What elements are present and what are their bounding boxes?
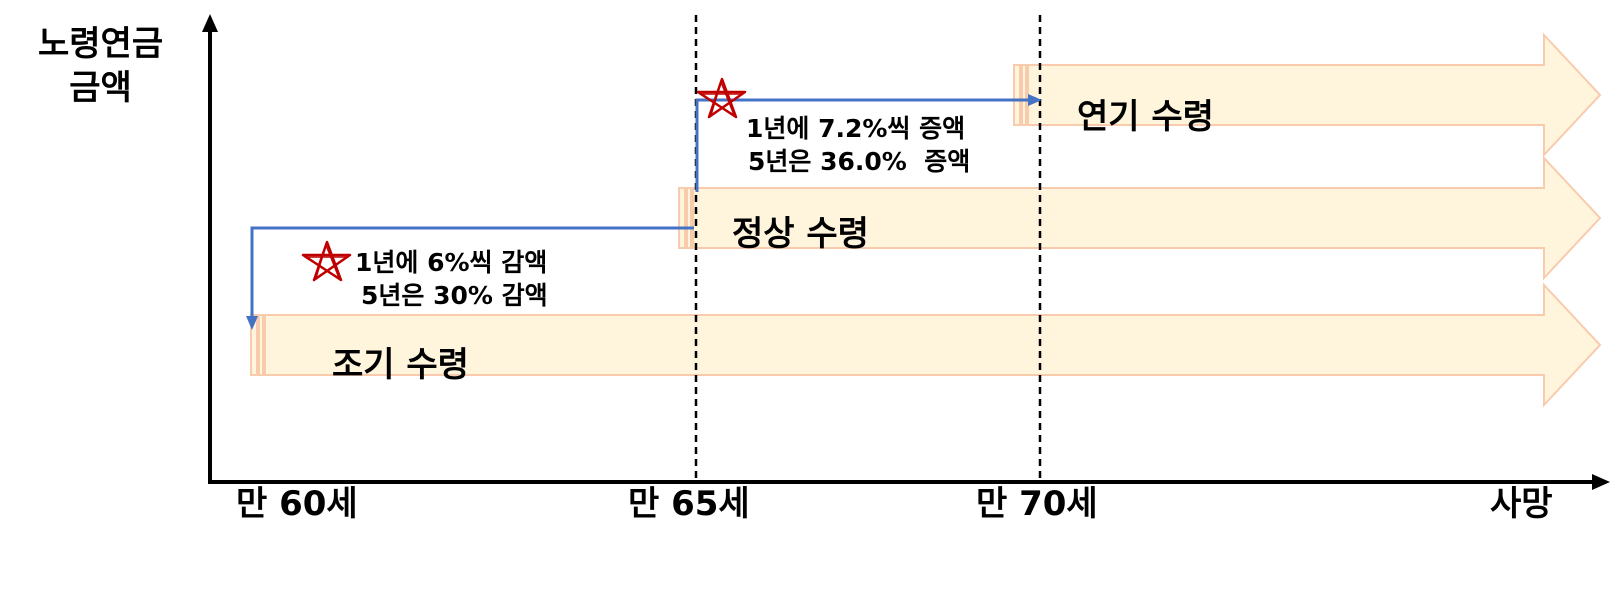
note-deferred-line2: 5년은 36.0% 증액 [748,147,971,176]
tick-age65: 만 65세 [628,484,750,524]
note-deferred-line1: 1년에 7.2%씩 증액 [746,114,966,143]
normal-band-arrow [678,155,1602,281]
note-early-line2: 5년은 30% 감액 [361,281,548,310]
tick-death: 사망 [1490,484,1553,524]
note-deferred: 1년에 7.2%씩 증액 5년은 36.0% 증액 [746,112,970,178]
note-early: 1년에 6%씩 감액 5년은 30% 감액 [355,246,548,312]
star-icon-early [301,240,352,282]
deferred-increase-arrowhead [1028,94,1042,106]
band-label-normal: 정상 수령 [732,214,869,254]
star-icon-deferred [696,77,747,119]
band-label-early: 조기 수령 [332,345,469,385]
y-axis-label: 노령연금 금액 [38,22,163,110]
x-axis-arrowhead [1592,474,1610,490]
early-band-arrow [250,282,1602,408]
early-reduction-arrowhead [246,316,258,330]
note-early-line1: 1년에 6%씩 감액 [355,248,548,277]
band-label-deferred: 연기 수령 [1077,97,1214,137]
deferred-increase-arrow [695,98,1032,192]
y-axis-label-line2: 금액 [69,68,132,108]
tick-age60: 만 60세 [236,484,358,524]
tick-age70: 만 70세 [976,484,1098,524]
deferred-band-arrow [1013,32,1602,158]
y-axis-label-line1: 노령연금 [38,24,164,64]
early-reduction-arrow [250,226,694,320]
y-axis-arrowhead [202,14,218,32]
